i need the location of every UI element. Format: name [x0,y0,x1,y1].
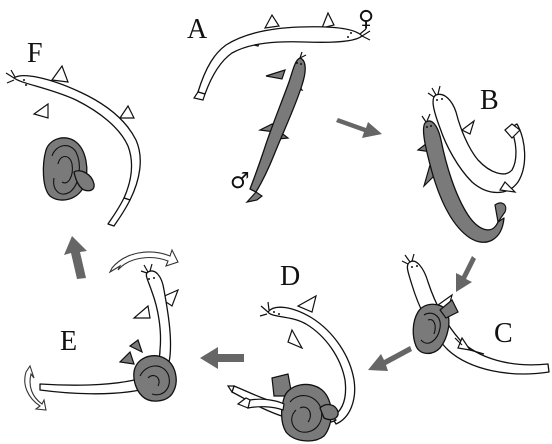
stage-c-group: C [402,254,549,374]
arrow-c-to-d [368,346,412,371]
stage-e-label: E [60,326,77,357]
stage-e-group: E [25,250,178,410]
stage-a-group: A ♀ ♂ [187,7,374,202]
stage-d-label: D [280,261,300,292]
stage-a-label: A [187,14,208,45]
female-fish-a [194,13,370,100]
male-coil-f [43,138,94,200]
arrow-b-to-c [456,256,476,292]
stage-b-group: B [418,85,525,242]
male-fish-a [247,52,306,202]
female-symbol: ♀ [358,7,374,32]
stage-f-label: F [27,38,43,69]
male-coil-d [238,374,338,441]
arrow-e-to-f [64,236,87,279]
arrow-d-to-e [200,347,244,369]
male-symbol: ♂ [230,169,250,194]
stage-d-group: D [228,261,355,441]
stage-b-label: B [480,85,499,116]
arrow-a-to-b [336,118,382,138]
stage-c-label: C [494,318,513,349]
stage-f-group: F [6,38,140,226]
sway-arrow-head [110,250,178,272]
